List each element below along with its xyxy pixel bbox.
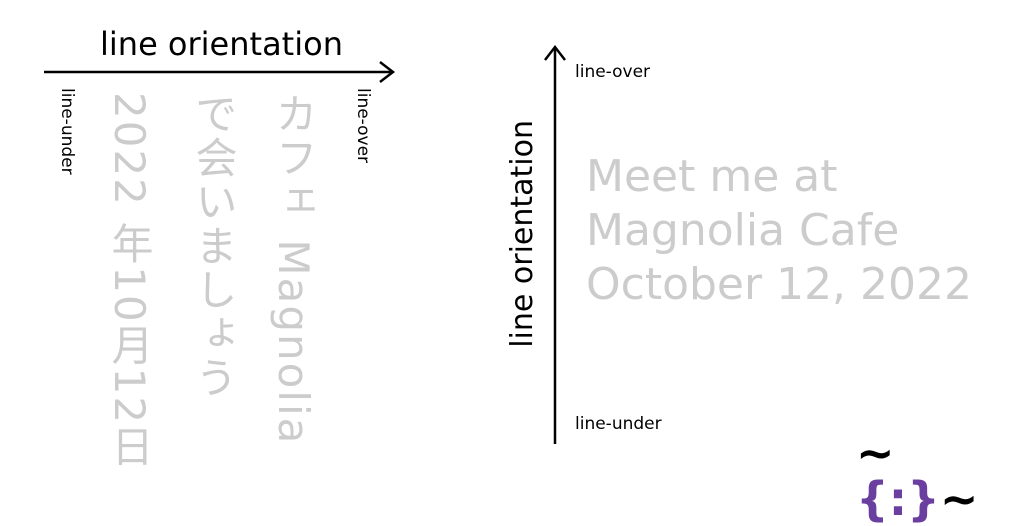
line-over-label-right: line-over [353, 88, 373, 164]
text-line-1: Meet me at [586, 151, 838, 202]
css-logo: ~{:}~ [856, 430, 1012, 522]
vertical-text-column-meet: で会いましょう [189, 92, 238, 400]
line-under-label-bottom: line-under [575, 414, 662, 434]
vertical-text-column-cafe: カフェ Magnolia [269, 92, 318, 446]
logo-tilde-right: ~ [939, 472, 979, 526]
logo-close-brace: } [907, 472, 940, 526]
horizontal-axis-label: line orientation [100, 25, 343, 63]
line-over-label-top: line-over [575, 62, 651, 82]
logo-colon: : [888, 472, 908, 526]
text-line-2: Magnolia Cafe [586, 205, 900, 256]
line-under-label-left: line-under [57, 88, 77, 175]
logo-tilde-left: ~ [856, 426, 895, 480]
horizontal-text-block: Meet me at Magnolia Cafe October 12, 202… [586, 150, 972, 312]
vertical-text-column-date: 2022 年10月12日 [105, 92, 154, 470]
logo-open-brace: { [856, 472, 889, 526]
vertical-arrow-icon [544, 44, 566, 444]
arrows-layer [44, 44, 566, 444]
vertical-axis-label: line orientation [505, 120, 540, 348]
text-line-3: October 12, 2022 [586, 259, 973, 310]
horizontal-arrow-icon [44, 61, 396, 83]
